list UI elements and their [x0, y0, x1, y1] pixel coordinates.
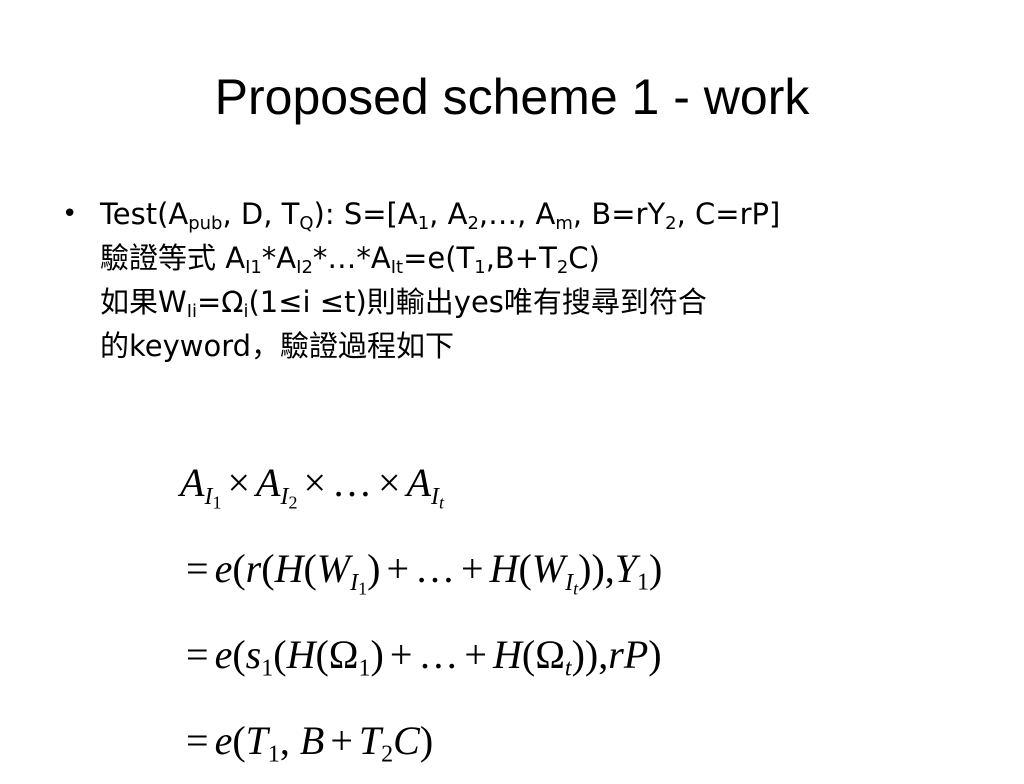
math-row-1: AI1×AI2×…×AIt: [180, 460, 445, 513]
condition-line: 如果WIi=Ωi(1≤i ≤t)則輸出yes唯有搜尋到符合: [100, 285, 707, 323]
math-row-4: =e(T1, B+T2C): [186, 718, 434, 768]
math-row-2: =e(r(H(WI1)+…+H(WIt)),Y1): [186, 546, 663, 599]
keyword-line: 的keyword，驗證過程如下: [100, 329, 455, 363]
slide-title: Proposed scheme 1 - work: [214, 69, 810, 125]
test-signature-line: Test(Apub, D, TQ): S=[A1, A2,…, Am, B=rY…: [100, 197, 781, 235]
math-row-3: =e(s1(H(Ω1)+…+H(Ωt)),rP): [186, 632, 662, 682]
bullet-text: Test(Apub, D, TQ): S=[A1, A2,…, Am, B=rY…: [100, 192, 982, 368]
verify-equation-line: 驗證等式 AI1*AI2*…*AIt=e(T1,B+T2C): [100, 241, 600, 279]
bullet-block: • Test(Apub, D, TQ): S=[A1, A2,…, Am, B=…: [62, 192, 982, 368]
verification-derivation: AI1×AI2×…×AIt =e(r(H(WI1)+…+H(WIt)),Y1) …: [180, 440, 940, 784]
bullet-dot: •: [62, 199, 78, 229]
